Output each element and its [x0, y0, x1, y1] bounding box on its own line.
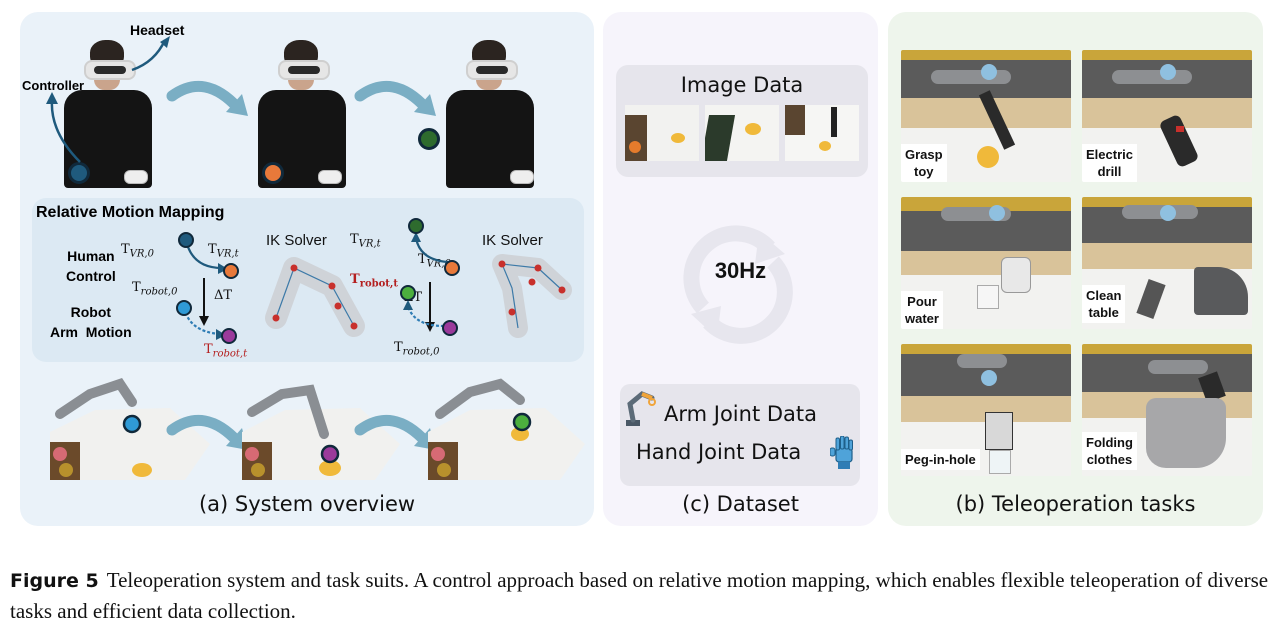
marker-vr-t-1: [223, 263, 239, 279]
robot-arm-ik-2: [492, 254, 572, 338]
mapping-diagram: [176, 218, 572, 344]
robot-scene-2: [242, 384, 400, 480]
headset-arrowhead: [160, 36, 170, 48]
flow-arrow-1: [166, 80, 244, 114]
task-label: Peg-in-hole: [901, 449, 980, 470]
image-thumbnail-3: [785, 105, 859, 161]
marker-robot-t-1: [221, 328, 237, 344]
scene-marker-purple: [320, 444, 340, 464]
task-tile-peg-in-hole: Peg-in-hole: [901, 344, 1071, 476]
robot-scene-3: [428, 378, 585, 480]
joint-data-box: Arm Joint Data Hand Joint Data: [620, 384, 860, 486]
mapping-title: Relative Motion Mapping: [36, 204, 225, 221]
robot-scene-strip: [50, 378, 585, 480]
marker-dark-blue: [68, 162, 90, 184]
flow-arrow-2: [354, 80, 432, 114]
t-robot-t-label-1: Trobot,t: [204, 342, 248, 360]
arm-joint-data-label: Arm Joint Data: [664, 402, 817, 426]
vr-controller: [124, 170, 148, 184]
image-thumbnail-1: [625, 105, 699, 161]
flow-arrow-4: [354, 414, 432, 448]
ik-solver-label-1: IK Solver: [266, 232, 327, 249]
marker-orange: [262, 162, 284, 184]
robot-arm-ik-1: [265, 257, 365, 337]
robot-scene-1: [50, 378, 210, 480]
image-data-label: Image Data: [680, 73, 804, 97]
t-vr-0-label-2: TVR,0: [418, 252, 451, 270]
person-with-headset-3: [418, 38, 550, 188]
robot-hand-icon: [830, 436, 853, 469]
t-robot-0-label-2: Trobot,0: [394, 340, 440, 358]
caption-text: Teleoperation system and task suits. A c…: [10, 568, 1269, 623]
controller-arrowhead: [46, 92, 58, 104]
t-robot-t-label-2: Trobot,t: [350, 272, 399, 290]
marker-robot-0-1: [176, 300, 192, 316]
frequency-label: 30Hz: [714, 258, 767, 283]
figure-number: Figure 5: [10, 570, 99, 592]
marker-vr-0-2: [444, 260, 460, 276]
robot-motion-arrow-1: [182, 307, 221, 336]
scene-marker-green: [512, 412, 532, 432]
controller-label: Controller: [22, 78, 85, 93]
headset-label: Headset: [130, 22, 185, 38]
person-with-headset-2: [242, 38, 362, 188]
robot-arm-icon: [626, 391, 656, 426]
panel-b-title: (b) Teleoperation tasks: [955, 492, 1196, 516]
flow-arrow-3: [166, 414, 244, 448]
panel-c-title: (c) Dataset: [682, 492, 799, 516]
t-vr-0-label-1: TVR,0: [121, 242, 154, 260]
marker-vr-t-2: [408, 218, 424, 234]
label-pointer-arrows: [46, 36, 436, 163]
marker-vr-0-1: [178, 232, 194, 248]
delta-t-label-1: ΔT: [214, 288, 233, 303]
panel-system-overview: Headset Controller Relative Motion Mappi…: [20, 12, 594, 526]
t-robot-0-label-1: Trobot,0: [132, 280, 178, 298]
hand-joint-data-label: Hand Joint Data: [636, 440, 802, 464]
marker-robot-0-2: [442, 320, 458, 336]
t-vr-t-label-2: TVR,t: [350, 232, 381, 250]
image-data-box: Image Data: [616, 65, 868, 177]
marker-robot-t-2: [400, 285, 416, 301]
panel-a-title: (a) System overview: [198, 492, 416, 516]
t-vr-t-label-1: TVR,t: [208, 242, 239, 260]
image-thumbnail-2: [705, 105, 779, 161]
scene-marker-light-blue: [122, 414, 142, 434]
ik-solver-label-2: IK Solver: [482, 232, 543, 249]
panel-dataset: Image Data 30Hz Arm Joint Data H: [603, 12, 878, 526]
marker-dark-green: [418, 128, 440, 150]
sync-cycle-icon: [683, 225, 793, 344]
